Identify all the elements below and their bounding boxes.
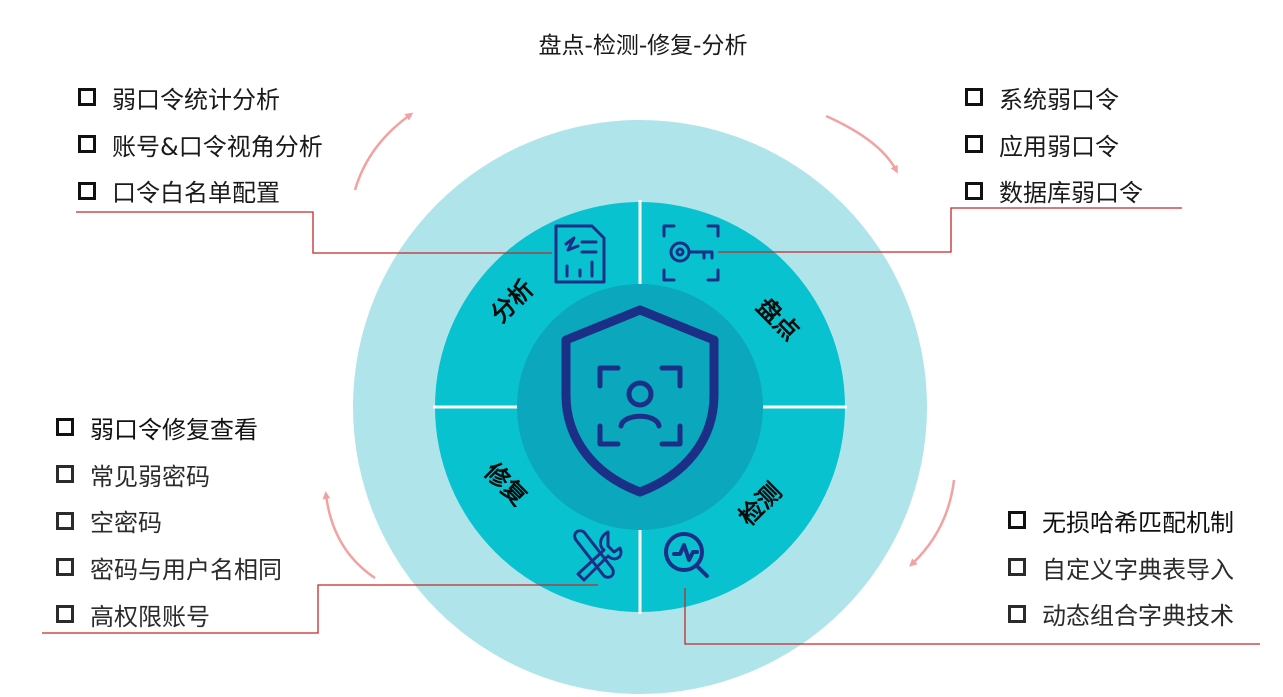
detection-feature-list: 无损哈希匹配机制 自定义字典表导入 动态组合字典技术 <box>1008 497 1234 637</box>
square-bullet-icon <box>1008 558 1026 577</box>
list-item-label: 常见弱密码 <box>90 462 210 491</box>
square-bullet-icon <box>1008 511 1026 530</box>
connector-repair <box>42 584 598 634</box>
list-item: 高权限账号 <box>56 591 282 638</box>
list-item: 空密码 <box>56 497 282 544</box>
list-item: 密码与用户名相同 <box>56 544 282 591</box>
magnifier-pulse-icon <box>664 532 709 578</box>
connector-analysis <box>76 211 552 254</box>
square-bullet-icon <box>1008 604 1026 623</box>
report-chart-icon <box>554 224 606 284</box>
tools-icon <box>573 529 623 582</box>
page-title: 盘点-检测-修复-分析 <box>538 33 748 59</box>
square-bullet-icon <box>56 558 74 577</box>
list-item-label: 弱口令统计分析 <box>112 85 280 114</box>
list-item: 口令白名单配置 <box>78 167 323 214</box>
inventory-feature-list: 系统弱口令 应用弱口令 数据库弱口令 <box>965 74 1143 214</box>
list-item: 弱口令统计分析 <box>78 74 323 121</box>
square-bullet-icon <box>56 605 74 624</box>
list-item: 弱口令修复查看 <box>56 404 282 451</box>
analysis-feature-list: 弱口令统计分析 账号&口令视角分析 口令白名单配置 <box>78 74 323 214</box>
list-item-label: 应用弱口令 <box>999 132 1119 161</box>
key-scan-icon <box>662 224 720 282</box>
square-bullet-icon <box>965 88 983 107</box>
list-item-label: 自定义字典表导入 <box>1042 555 1234 584</box>
connector-detection <box>684 588 1260 645</box>
list-item: 数据库弱口令 <box>965 167 1143 214</box>
list-item-label: 系统弱口令 <box>999 85 1119 114</box>
list-item-label: 动态组合字典技术 <box>1042 602 1234 631</box>
cycle-arrow-bottom-right <box>909 479 956 567</box>
list-item-label: 数据库弱口令 <box>999 179 1143 208</box>
shield-user-icon <box>561 305 719 497</box>
list-item-label: 空密码 <box>90 509 162 538</box>
list-item: 自定义字典表导入 <box>1008 544 1234 591</box>
square-bullet-icon <box>56 418 74 437</box>
list-item: 系统弱口令 <box>965 74 1143 121</box>
square-bullet-icon <box>965 135 983 154</box>
list-item: 动态组合字典技术 <box>1008 590 1234 637</box>
cycle-arrow-bottom-left <box>322 491 376 580</box>
list-item: 应用弱口令 <box>965 121 1143 168</box>
square-bullet-icon <box>965 181 983 200</box>
list-item: 常见弱密码 <box>56 451 282 498</box>
list-item-label: 密码与用户名相同 <box>90 555 282 584</box>
square-bullet-icon <box>78 135 96 154</box>
list-item-label: 无损哈希匹配机制 <box>1042 508 1234 537</box>
square-bullet-icon <box>56 465 74 484</box>
connector-inventory <box>718 207 1182 253</box>
cycle-arrow-top-left <box>353 112 414 191</box>
square-bullet-icon <box>78 181 96 200</box>
list-item: 账号&口令视角分析 <box>78 121 323 168</box>
list-item-label: 高权限账号 <box>90 602 210 631</box>
list-item: 无损哈希匹配机制 <box>1008 497 1234 544</box>
square-bullet-icon <box>78 88 96 107</box>
list-item-label: 弱口令修复查看 <box>90 415 258 444</box>
list-item-label: 口令白名单配置 <box>112 179 280 208</box>
square-bullet-icon <box>56 511 74 530</box>
cycle-arrow-top-right <box>825 114 898 174</box>
repair-feature-list: 弱口令修复查看 常见弱密码 空密码 密码与用户名相同 高权限账号 <box>56 404 282 637</box>
list-item-label: 账号&口令视角分析 <box>112 132 323 161</box>
